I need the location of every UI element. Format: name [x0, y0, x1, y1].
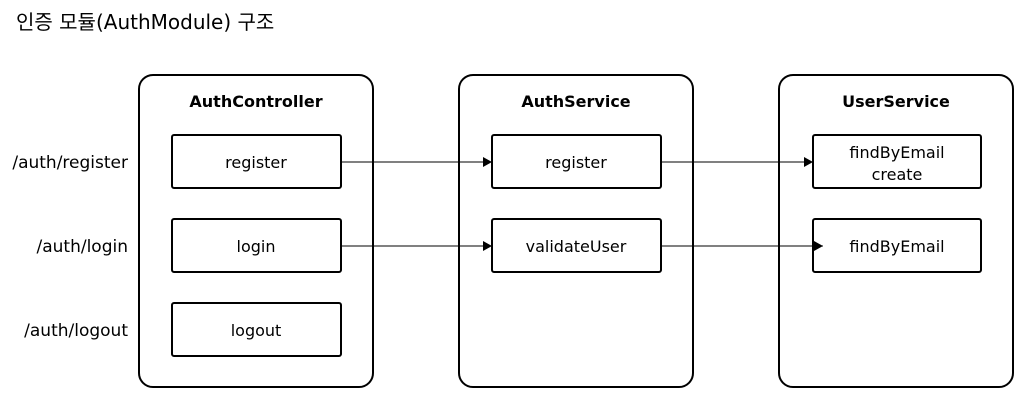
diagram-title: 인증 모듈(AuthModule) 구조 — [16, 10, 275, 34]
user-service-module: UserService findByEmail create findByEma… — [778, 74, 1014, 388]
auth-controller-title: AuthController — [189, 92, 322, 111]
controller-register-label: register — [225, 153, 287, 172]
controller-logout-box — [171, 302, 342, 357]
auth-service-module: AuthService register validateUser — [458, 74, 694, 388]
controller-logout-label: logout — [231, 321, 282, 340]
route-label-register: /auth/register — [12, 153, 128, 173]
route-label-logout: /auth/logout — [24, 321, 128, 341]
auth-controller-module: AuthController register login logout — [138, 74, 374, 388]
service-register-label: register — [545, 153, 607, 172]
user-create-label: create — [872, 165, 923, 184]
route-label-login: /auth/login — [37, 237, 129, 257]
user-find-by-email-label-1: findByEmail — [849, 143, 944, 162]
service-validate-user-label: validateUser — [526, 237, 627, 256]
user-find-by-email-label-2: findByEmail — [849, 237, 944, 256]
controller-login-label: login — [237, 237, 276, 256]
auth-service-title: AuthService — [521, 92, 630, 111]
user-service-title: UserService — [842, 92, 950, 111]
